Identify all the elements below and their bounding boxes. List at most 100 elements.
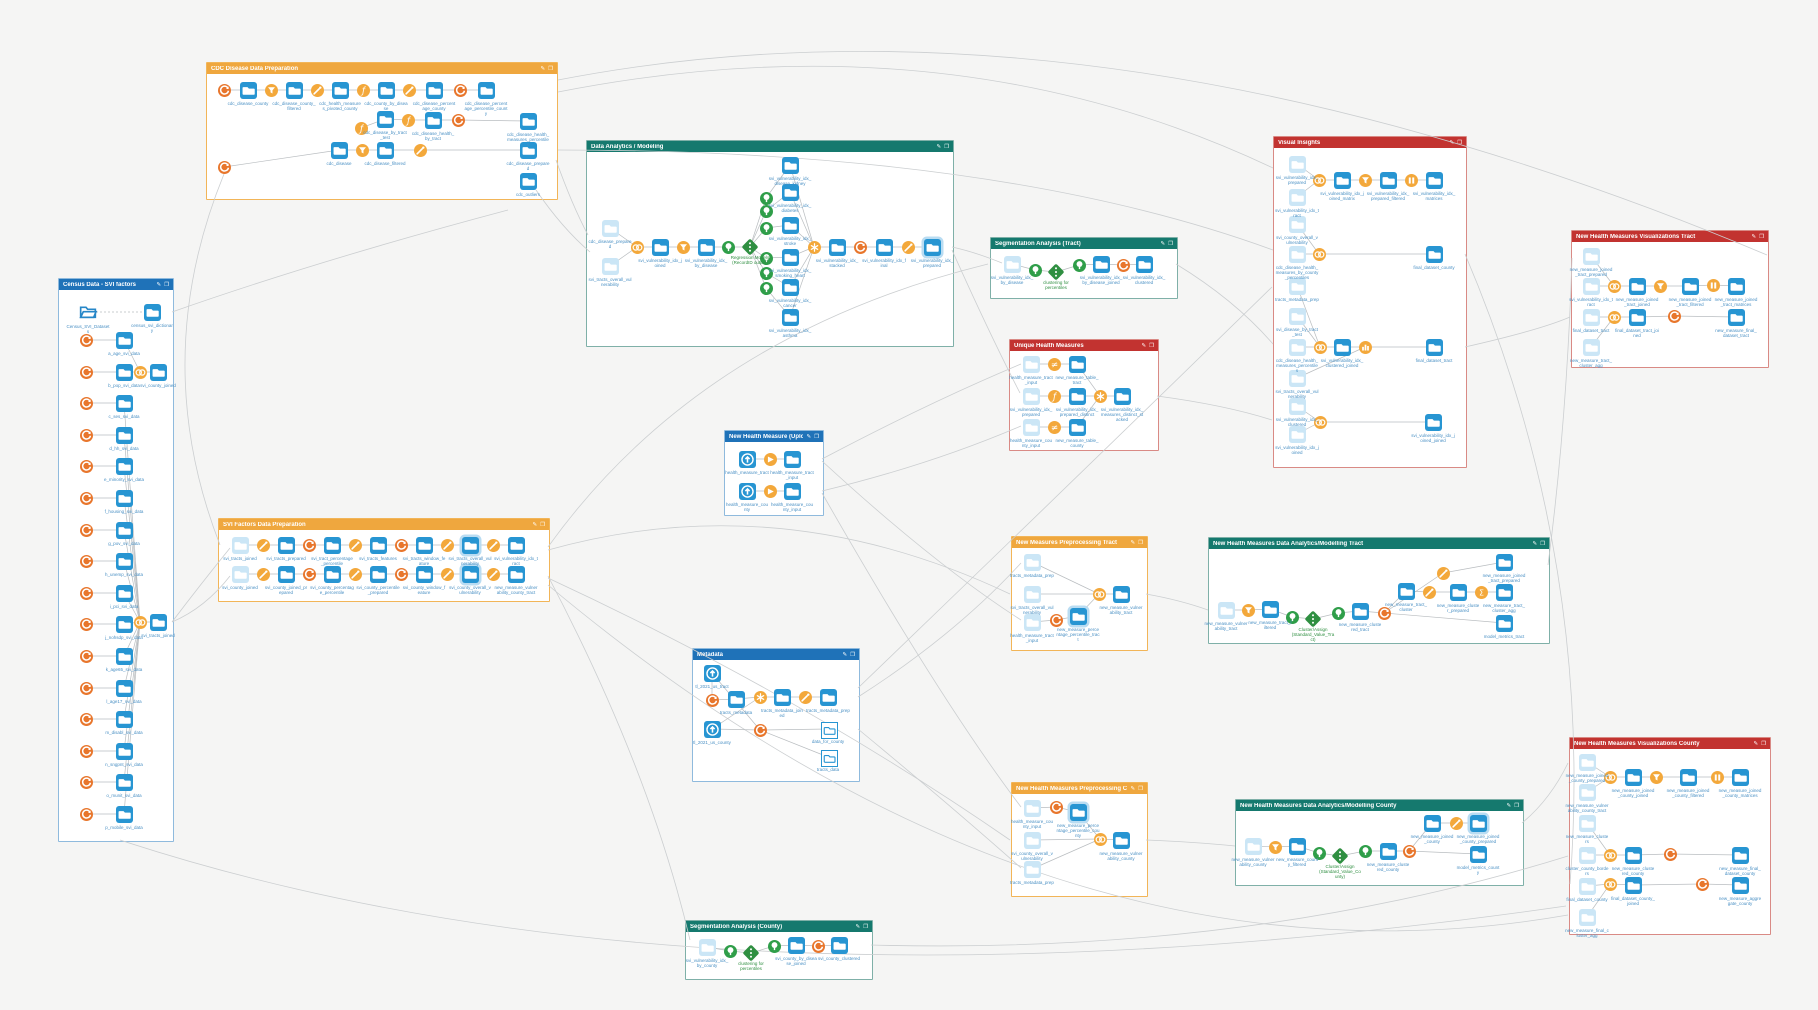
collapse-container-icon[interactable]: ❐ xyxy=(863,923,868,930)
container-header[interactable]: New Health Measures Visualizations Count… xyxy=(1570,738,1770,749)
collapse-container-icon[interactable]: ❐ xyxy=(1149,342,1154,349)
container-input-folder-tool[interactable] xyxy=(1023,613,1041,631)
output-folder-tool[interactable] xyxy=(1068,387,1086,405)
output-folder-tool[interactable] xyxy=(415,536,433,554)
output-folder-tool[interactable] xyxy=(1731,768,1749,786)
join-tool[interactable] xyxy=(1607,279,1621,293)
python-tool[interactable] xyxy=(453,83,467,97)
output-folder-tool[interactable] xyxy=(1333,338,1351,356)
container-input-folder-tool[interactable] xyxy=(1023,860,1041,878)
output-folder-tool[interactable] xyxy=(239,81,257,99)
output-folder-tool[interactable] xyxy=(727,690,745,708)
output-folder-tool[interactable] xyxy=(651,238,669,256)
python-tool[interactable] xyxy=(753,723,767,737)
edit-pencil-icon[interactable]: ✎ xyxy=(842,651,848,658)
container-header[interactable]: CDC Disease Data Preparation✎❐ xyxy=(207,63,557,74)
container-input-folder-tool[interactable] xyxy=(1288,245,1306,263)
python-tool[interactable] xyxy=(79,744,93,758)
join-tool[interactable] xyxy=(630,240,644,254)
container-header[interactable]: Visual Insights✎❐ xyxy=(1274,137,1466,148)
run-tool[interactable] xyxy=(763,452,777,466)
container-input-folder-tool[interactable] xyxy=(231,536,249,554)
output-folder-tool[interactable] xyxy=(1495,583,1513,601)
container-input-folder-tool[interactable] xyxy=(1288,155,1306,173)
join-tool[interactable] xyxy=(1093,832,1107,846)
output-folder-tool[interactable] xyxy=(1425,245,1443,263)
cleanse-tool[interactable] xyxy=(256,567,270,581)
output-folder-tool[interactable] xyxy=(1425,338,1443,356)
block-until-done-tool[interactable] xyxy=(1706,278,1720,292)
output-folder-tool[interactable] xyxy=(277,565,295,583)
formula-tool[interactable]: ƒ xyxy=(1047,389,1061,403)
edit-pencil-icon[interactable]: ✎ xyxy=(540,65,546,72)
container-input-folder-tool[interactable] xyxy=(1582,338,1600,356)
collapse-container-icon[interactable]: ❐ xyxy=(850,651,855,658)
output-folder-tool[interactable] xyxy=(115,521,133,539)
collapse-container-icon[interactable]: ❐ xyxy=(944,143,949,150)
join-tool[interactable] xyxy=(1603,848,1617,862)
output-folder-tool[interactable] xyxy=(783,482,801,500)
container-header[interactable]: New Health Measures Preprocessing County… xyxy=(1012,783,1147,794)
output-folder-tool[interactable] xyxy=(415,565,433,583)
collapse-container-icon[interactable]: ❐ xyxy=(1540,540,1545,547)
union-tool[interactable] xyxy=(753,690,767,704)
collapse-container-icon[interactable]: ❐ xyxy=(548,65,553,72)
model-tool[interactable] xyxy=(721,240,735,254)
join-tool[interactable] xyxy=(1607,310,1621,324)
output-folder-tool[interactable] xyxy=(1379,842,1397,860)
output-folder-tool[interactable] xyxy=(1449,583,1467,601)
output-folder-tool[interactable] xyxy=(1727,308,1745,326)
edit-pencil-icon[interactable]: ✎ xyxy=(855,923,861,930)
output-folder-tool[interactable] xyxy=(115,679,133,697)
output-folder-tool[interactable] xyxy=(1727,277,1745,295)
output-folder-tool[interactable] xyxy=(1423,814,1441,832)
model-tool[interactable] xyxy=(1312,846,1326,860)
container-input-folder-tool[interactable] xyxy=(1578,783,1596,801)
container-input-folder-tool[interactable] xyxy=(1578,814,1596,832)
container-header[interactable]: Unique Health Measures✎❐ xyxy=(1010,340,1158,351)
container-input-folder-tool[interactable] xyxy=(1022,418,1040,436)
filter-tool[interactable] xyxy=(1653,279,1667,293)
collapse-container-icon[interactable]: ❐ xyxy=(1761,740,1766,747)
python-tool[interactable] xyxy=(79,712,93,726)
output-folder-tool[interactable] xyxy=(697,238,715,256)
edit-pencil-icon[interactable]: ✎ xyxy=(1532,540,1538,547)
python-tool[interactable] xyxy=(79,554,93,568)
model-tool[interactable] xyxy=(1072,258,1086,272)
container-input-folder-tool[interactable] xyxy=(1003,255,1021,273)
filter-tool[interactable] xyxy=(264,83,278,97)
edit-pencil-icon[interactable]: ✎ xyxy=(1449,139,1455,146)
unique-tool[interactable]: ≠ xyxy=(1047,357,1061,371)
output-folder-tool[interactable] xyxy=(781,278,799,296)
container-input-folder-tool[interactable] xyxy=(1578,908,1596,926)
python-tool[interactable] xyxy=(1667,309,1681,323)
python-tool[interactable] xyxy=(79,428,93,442)
cleanse-tool[interactable] xyxy=(901,240,915,254)
cleanse-tool[interactable] xyxy=(413,143,427,157)
output-folder-tool[interactable] xyxy=(1425,171,1443,189)
cleanse-tool[interactable] xyxy=(402,83,416,97)
summarize-tool[interactable]: Σ xyxy=(1474,585,1488,599)
output-folder-tool[interactable] xyxy=(519,172,537,190)
container-input-folder-tool[interactable] xyxy=(1023,585,1041,603)
input-data-tool[interactable] xyxy=(703,720,721,738)
output-folder-tool[interactable] xyxy=(1261,600,1279,618)
python-tool[interactable] xyxy=(1116,258,1130,272)
container-header[interactable]: SVI Factors Data Preparation✎❐ xyxy=(219,519,549,530)
output-folder-tool[interactable] xyxy=(1628,308,1646,326)
output-folder-tool[interactable] xyxy=(1424,413,1442,431)
container-header[interactable]: Metadata✎❐ xyxy=(693,649,859,660)
cleanse-tool[interactable] xyxy=(440,538,454,552)
output-folder-tool[interactable] xyxy=(369,536,387,554)
output-folder-tool[interactable] xyxy=(1288,837,1306,855)
formula-tool[interactable]: ƒ xyxy=(356,83,370,97)
output-folder-tool[interactable] xyxy=(285,81,303,99)
output-folder-tool[interactable] xyxy=(115,647,133,665)
model-tool[interactable] xyxy=(759,281,773,295)
output-folder-tool[interactable] xyxy=(830,936,848,954)
python-tool[interactable] xyxy=(705,693,719,707)
output-folder-tool[interactable] xyxy=(377,81,395,99)
formula-tool[interactable]: ƒ xyxy=(354,121,368,135)
output-folder-tool[interactable] xyxy=(923,238,941,256)
output-folder-tool[interactable] xyxy=(376,110,394,128)
